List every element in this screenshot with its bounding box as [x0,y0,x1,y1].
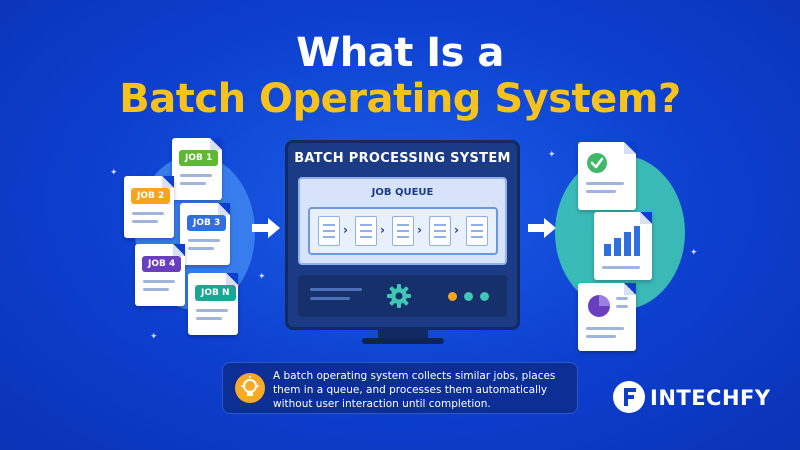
title-line-1: What Is a [296,30,504,76]
output-document [578,283,636,351]
sparkle-icon: ✦ [258,272,266,282]
status-dot [464,292,473,301]
output-document [594,212,652,280]
lightbulb-icon [235,373,265,403]
job-queue-label: JOB QUEUE [371,187,434,198]
chevron-right-icon: › [454,223,459,237]
monitor-title: BATCH PROCESSING SYSTEM [294,151,511,166]
brand-name: INTECHFY [650,386,771,410]
job-badge-4: JOB 4 [142,256,182,272]
job-queue-panel: JOB QUEUE › › › › [298,177,507,265]
caption-box: A batch operating system collects simila… [222,362,578,414]
job-document: JOB 1 [172,138,222,200]
chevron-right-icon: › [417,223,422,237]
monitor-control-panel [298,275,507,317]
job-queue-track: › › › › [308,207,498,255]
job-badge-n: JOB N [195,285,236,301]
job-badge-3: JOB 3 [187,215,227,231]
title-line-2: Batch Operating System? [119,76,681,122]
gear-icon [387,284,411,308]
status-dot [448,292,457,301]
sparkle-icon: ✦ [110,168,118,178]
queued-job-icon [355,216,377,246]
caption-text: A batch operating system collects simila… [273,370,556,410]
job-document: JOB 4 [135,244,185,306]
f-logo-icon [613,381,645,413]
sparkle-icon: ✦ [150,332,158,342]
sparkle-icon: ✦ [548,150,556,160]
batch-processing-monitor: BATCH PROCESSING SYSTEM JOB QUEUE › › › … [285,140,520,330]
status-dot [480,292,489,301]
output-document [578,142,636,210]
job-document: JOB 3 [180,203,230,265]
queued-job-icon [392,216,414,246]
bar-chart-icon [604,226,640,256]
queued-job-icon [466,216,488,246]
job-badge-2: JOB 2 [131,188,171,204]
queued-job-icon [318,216,340,246]
queued-job-icon [429,216,451,246]
monitor-stand-base [362,338,444,344]
job-document: JOB N [188,273,238,335]
chevron-right-icon: › [380,223,385,237]
job-badge-1: JOB 1 [179,150,219,166]
job-document: JOB 2 [124,176,174,238]
checkmark-icon [587,153,607,173]
monitor-stand [378,330,428,340]
arrow-right-icon [528,218,556,238]
sparkle-icon: ✦ [690,248,698,258]
chevron-right-icon: › [343,223,348,237]
pie-chart-icon [588,295,610,317]
arrow-right-icon [252,218,280,238]
